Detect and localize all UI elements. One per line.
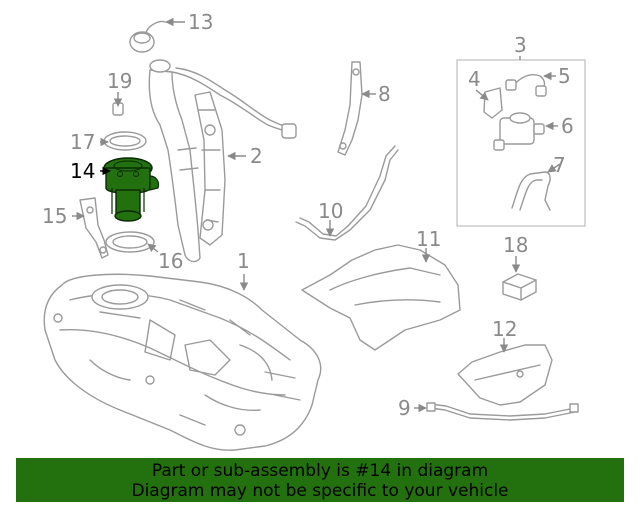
- bracket-part: [337, 61, 363, 156]
- label-9: 9: [398, 396, 411, 420]
- purge-valve-part: [493, 112, 545, 151]
- label-14: 14: [70, 159, 95, 183]
- label-12: 12: [492, 317, 517, 341]
- parts-diagram: 13 19 17 14 15 16 1 2 8 3 4 5 6 7 10 11 …: [42, 10, 586, 451]
- footer-line-2: Diagram may not be specific to your vehi…: [131, 481, 509, 501]
- footer-line-1: Part or sub-assembly is #14 in diagram: [151, 461, 489, 481]
- filler-neck-part: [148, 69, 226, 263]
- subassembly-box: [456, 59, 586, 227]
- rod-part: [429, 407, 576, 421]
- label-3: 3: [514, 33, 527, 57]
- valve-bracket-part: [483, 87, 503, 119]
- hose-part: [511, 171, 551, 211]
- label-4: 4: [468, 67, 481, 91]
- label-15: 15: [42, 204, 67, 228]
- seal-ring-part: [103, 131, 147, 151]
- label-11: 11: [416, 227, 441, 251]
- label-18: 18: [503, 233, 528, 257]
- label-8: 8: [378, 82, 391, 106]
- lock-ring-part: [105, 231, 155, 253]
- label-19: 19: [107, 69, 132, 93]
- sensor-connector-part: [505, 74, 547, 97]
- label-7: 7: [553, 153, 566, 177]
- tank-strap-part: [295, 149, 399, 241]
- label-13: 13: [188, 10, 213, 34]
- label-10: 10: [318, 199, 343, 223]
- module-part: [502, 273, 537, 301]
- heat-shield-part: [301, 244, 461, 351]
- label-17: 17: [70, 130, 95, 154]
- label-1: 1: [237, 249, 250, 273]
- filler-cap-part: [129, 20, 171, 73]
- fuel-pump-assembly-part: [103, 157, 160, 222]
- fuel-tank-part: [43, 273, 322, 451]
- label-2: 2: [250, 144, 263, 168]
- label-16: 16: [158, 249, 183, 273]
- level-sensor-part: [79, 197, 109, 259]
- small-shield-part: [457, 344, 553, 406]
- label-5: 5: [558, 64, 571, 88]
- label-6: 6: [561, 114, 574, 138]
- footer-banner: Part or sub-assembly is #14 in diagram D…: [16, 458, 624, 502]
